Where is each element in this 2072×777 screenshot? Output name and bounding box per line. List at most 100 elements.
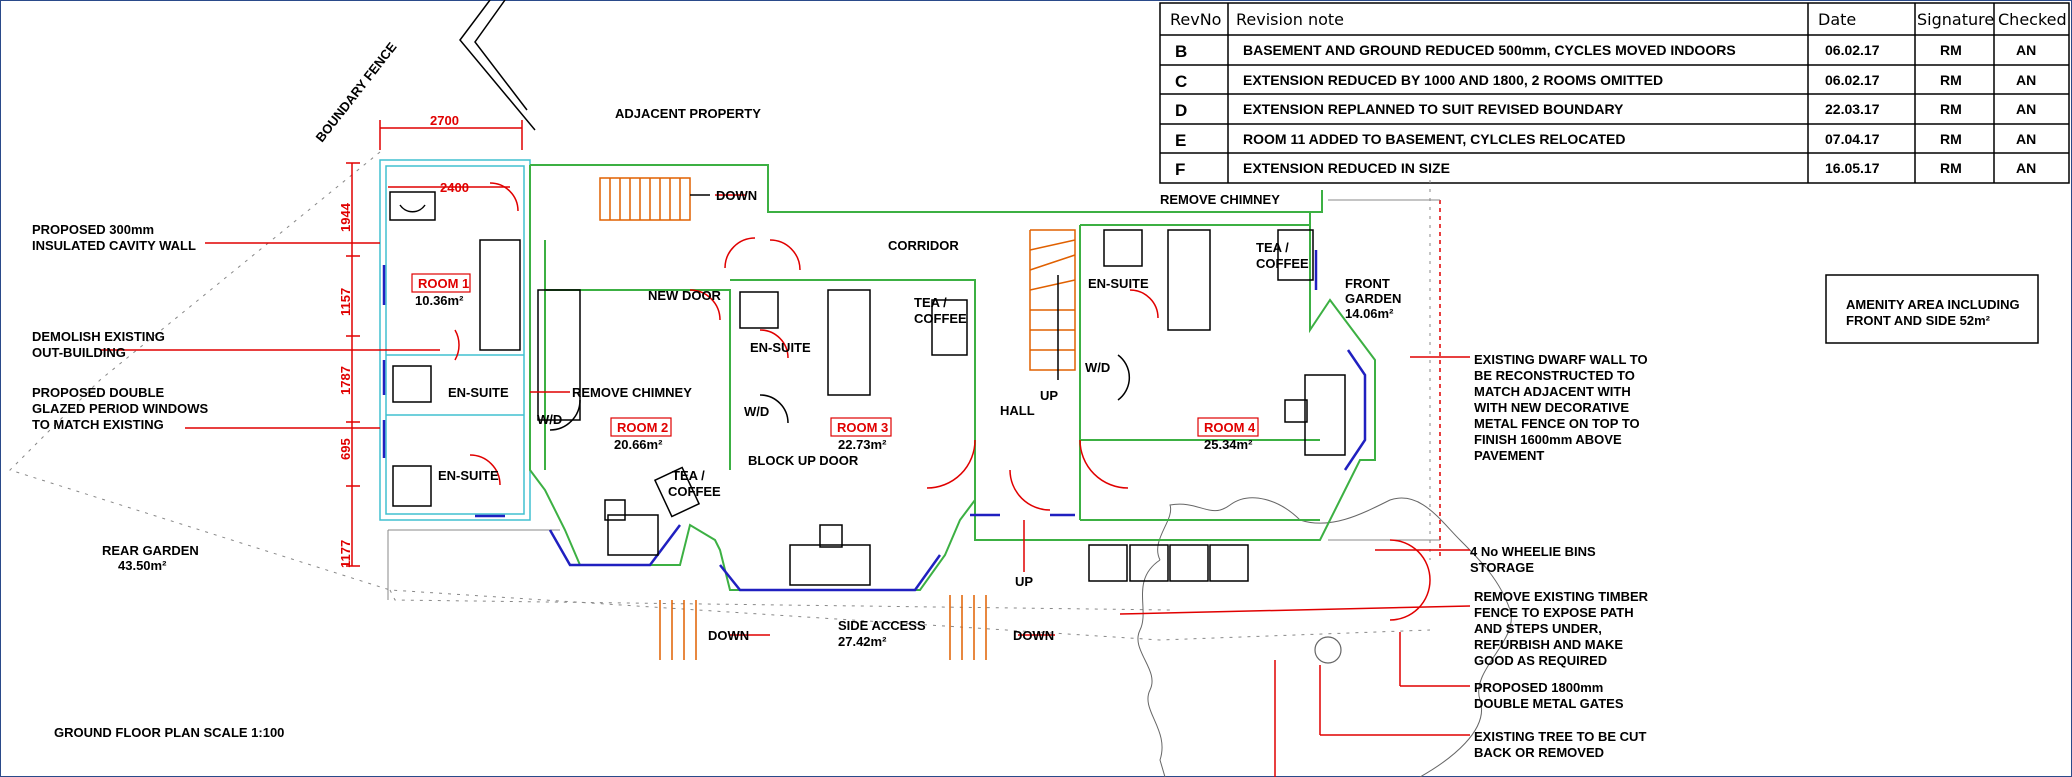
up-label: UP (1015, 574, 1033, 589)
ensuite-label: EN-SUITE (438, 468, 499, 483)
table-row: C EXTENSION REDUCED BY 1000 AND 1800, 2 … (1175, 72, 2036, 91)
stair-down-rear (599, 177, 710, 221)
tea-coffee-label: TEA / (672, 468, 705, 483)
note-dwarf-wall: EXISTING DWARF WALL TO (1474, 352, 1648, 367)
corridor-label: CORRIDOR (888, 238, 959, 253)
stair-up-hall (1029, 229, 1076, 380)
hall-label: HALL (1000, 403, 1035, 418)
notes-left: PROPOSED 300mm INSULATED CAVITY WALL DEM… (32, 222, 209, 432)
room4-area: 25.34m² (1204, 437, 1253, 452)
rev-date: 06.02.17 (1825, 72, 1880, 88)
door-swings (399, 182, 1431, 621)
wd-label: W/D (537, 412, 562, 427)
rev-signature: RM (1940, 131, 1962, 147)
room3-area: 22.73m² (838, 437, 887, 452)
building-walls (379, 159, 1376, 592)
header-date: Date (1818, 10, 1856, 29)
note-dwarf-wall: MATCH ADJACENT WITH (1474, 384, 1631, 399)
dim-v2: 1157 (338, 288, 353, 316)
front-garden-label: GARDEN (1345, 291, 1401, 306)
down-label: DOWN (1013, 628, 1054, 643)
table-row: F EXTENSION REDUCED IN SIZE 16.05.17 RM … (1175, 160, 2036, 179)
leader-lines (100, 194, 1471, 777)
remove-chimney-label: REMOVE CHIMNEY (1160, 192, 1280, 207)
note-fence: REMOVE EXISTING TIMBER (1474, 589, 1649, 604)
room-tags: ROOM 1 10.36m² ROOM 2 20.66m² ROOM 3 22.… (411, 273, 1259, 452)
down-label: DOWN (708, 628, 749, 643)
boundary-fence-label: BOUNDARY FENCE (313, 39, 400, 145)
rev-id: D (1175, 101, 1187, 120)
rev-note: ROOM 11 ADDED TO BASEMENT, CYLCLES RELOC… (1243, 131, 1625, 147)
rev-signature: RM (1940, 42, 1962, 58)
table-row: B BASEMENT AND GROUND REDUCED 500mm, CYC… (1175, 42, 2036, 61)
header-checked: Checked (1998, 10, 2067, 29)
dim-width-outer: 2700 (430, 113, 459, 128)
note-windows: TO MATCH EXISTING (32, 417, 164, 432)
header-revno: RevNo (1170, 10, 1221, 29)
note-windows: GLAZED PERIOD WINDOWS (32, 401, 209, 416)
up-label: UP (1040, 388, 1058, 403)
revision-table: RevNo Revision note Date Signature Check… (1159, 2, 2070, 184)
amenity-line2: FRONT AND SIDE 52m² (1846, 313, 1991, 328)
tea-coffee-label: COFFEE (1256, 256, 1309, 271)
remove-chimney-label: REMOVE CHIMNEY (572, 385, 692, 400)
ensuite-label: EN-SUITE (750, 340, 811, 355)
rev-note: EXTENSION REDUCED BY 1000 AND 1800, 2 RO… (1243, 72, 1663, 88)
rev-checked: AN (2016, 72, 2036, 88)
room1-name: ROOM 1 (418, 276, 469, 291)
note-dwarf-wall: METAL FENCE ON TOP TO (1474, 416, 1640, 431)
dim-width-inner: 2400 (440, 180, 469, 195)
block-up-door-label: BLOCK UP DOOR (748, 453, 859, 468)
note-gates: PROPOSED 1800mm (1474, 680, 1603, 695)
rev-signature: RM (1940, 160, 1962, 176)
dim-v4: 695 (338, 438, 353, 460)
rev-date: 16.05.17 (1825, 160, 1880, 176)
tea-coffee-label: TEA / (1256, 240, 1289, 255)
rev-checked: AN (2016, 131, 2036, 147)
drawing-title: GROUND FLOOR PLAN SCALE 1:100 (54, 725, 284, 740)
note-fence: AND STEPS UNDER, (1474, 621, 1602, 636)
room2-name: ROOM 2 (617, 420, 668, 435)
header-signature: Signature (1917, 10, 1994, 29)
rev-checked: AN (2016, 101, 2036, 117)
note-fence: GOOD AS REQUIRED (1474, 653, 1607, 668)
header-revision-note: Revision note (1236, 10, 1344, 29)
note-wall: INSULATED CAVITY WALL (32, 238, 196, 253)
tree-outline (1137, 497, 1512, 777)
note-gates: DOUBLE METAL GATES (1474, 696, 1624, 711)
dim-v5: 1177 (338, 540, 353, 568)
rev-id: C (1175, 72, 1187, 91)
room2-area: 20.66m² (614, 437, 663, 452)
table-row: E ROOM 11 ADDED TO BASEMENT, CYLCLES REL… (1175, 131, 2036, 150)
side-access-area: 27.42m² (838, 634, 887, 649)
rev-checked: AN (2016, 160, 2036, 176)
wd-label: W/D (1085, 360, 1110, 375)
plan-labels: BOUNDARY FENCE ADJACENT PROPERTY DOWN RE… (102, 39, 1401, 649)
dimensions: 2700 2400 1944 1157 1787 695 1177 (338, 113, 523, 568)
tree-trunk-icon (1314, 636, 1342, 664)
room1-area: 10.36m² (415, 293, 464, 308)
note-dwarf-wall: BE RECONSTRUCTED TO (1474, 368, 1635, 383)
table-row: D EXTENSION REPLANNED TO SUIT REVISED BO… (1175, 101, 2036, 120)
rev-date: 22.03.17 (1825, 101, 1880, 117)
rear-garden-label: REAR GARDEN (102, 543, 199, 558)
note-windows: PROPOSED DOUBLE (32, 385, 165, 400)
down-label: DOWN (716, 188, 757, 203)
tea-coffee-label: TEA / (914, 295, 947, 310)
note-demolish: DEMOLISH EXISTING (32, 329, 165, 344)
adjacent-property-label: ADJACENT PROPERTY (615, 106, 761, 121)
front-garden-label: FRONT (1345, 276, 1390, 291)
rear-garden-area: 43.50m² (118, 558, 167, 573)
rev-note: EXTENSION REDUCED IN SIZE (1243, 160, 1450, 176)
new-door-label: NEW DOOR (648, 288, 722, 303)
front-garden-area: 14.06m² (1345, 306, 1394, 321)
tea-coffee-label: COFFEE (914, 311, 967, 326)
note-tree: EXISTING TREE TO BE CUT (1474, 729, 1646, 744)
note-fence: REFURBISH AND MAKE (1474, 637, 1623, 652)
note-tree: BACK OR REMOVED (1474, 745, 1604, 760)
rev-id: B (1175, 42, 1187, 61)
room3-name: ROOM 3 (837, 420, 888, 435)
note-dwarf-wall: FINISH 1600mm ABOVE (1474, 432, 1622, 447)
rev-signature: RM (1940, 72, 1962, 88)
side-access-label: SIDE ACCESS (838, 618, 926, 633)
